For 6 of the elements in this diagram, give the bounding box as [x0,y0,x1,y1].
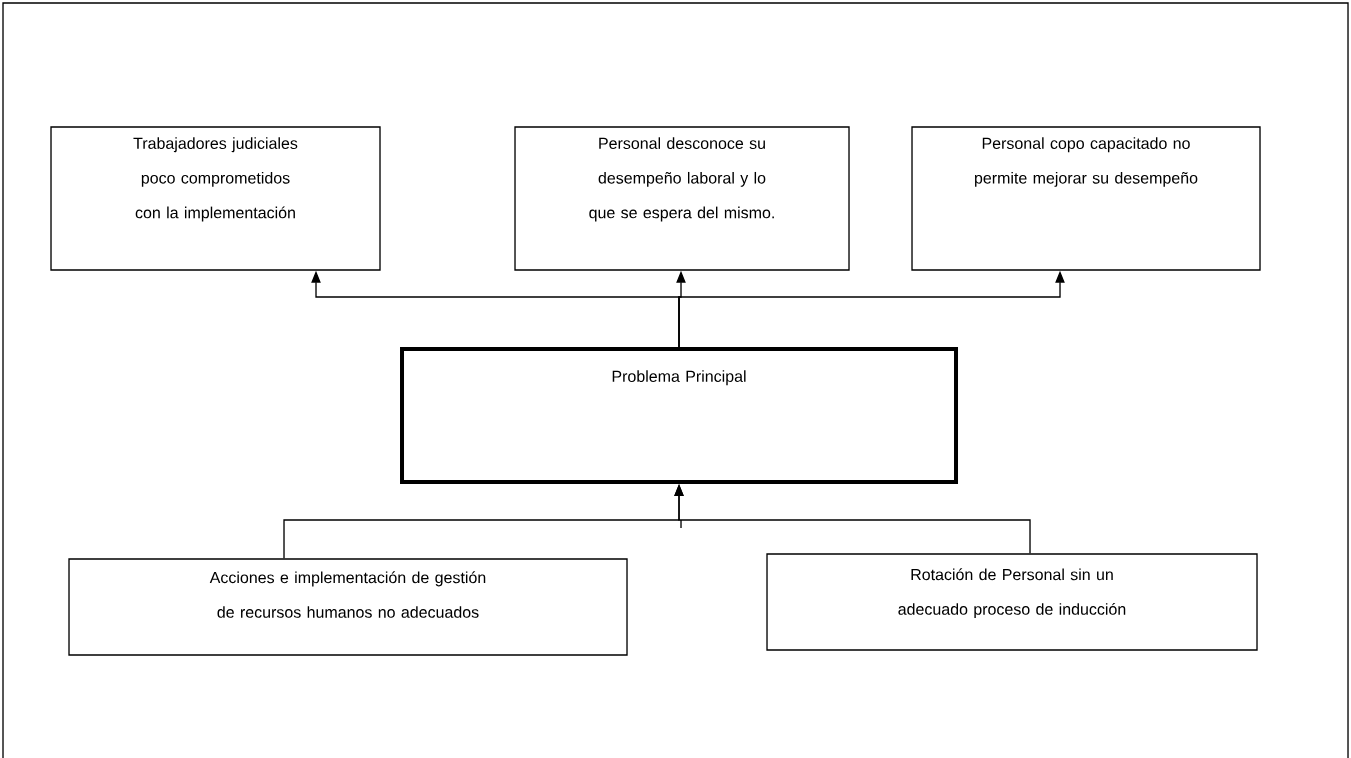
effect-box: Personal desconoce su desempeño laboral y lo que se espera del mismo. [514,126,850,271]
problem-box: Problema Principal [400,347,958,484]
effect-box: Personal copo capacitado no permite mejorar su desempeño [911,126,1261,271]
cause-box: Rotación de Personal sin un adecuado proceso de inducción [766,553,1258,651]
cause-box: Acciones e implementación de gestión de recursos humanos no adecuados [68,558,628,656]
effect-box: Trabajadores judiciales poco comprometidos con la implementación [50,126,381,271]
